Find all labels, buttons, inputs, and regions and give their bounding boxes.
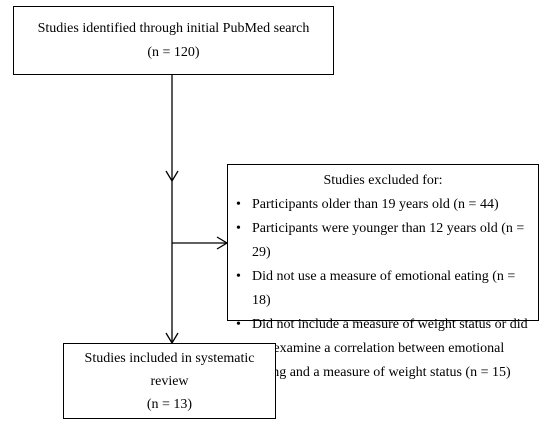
bullet-icon: • — [236, 317, 241, 332]
exclusion-reason: • Participants were younger than 12 years… — [236, 217, 530, 265]
exclusion-reason-text: Did not include a measure of weight stat… — [252, 317, 528, 380]
exclusion-reason-text: Did not use a measure of emotional eatin… — [252, 269, 516, 308]
exclusion-reason: • Did not include a measure of weight sta… — [236, 313, 530, 385]
included-label-line1: Studies included in systematic — [84, 351, 255, 366]
included-studies-box: Studies included in systematic review (n… — [63, 343, 276, 419]
identified-count: (n = 120) — [147, 45, 200, 60]
exclusion-reason-text: Participants were younger than 12 years … — [252, 221, 525, 260]
identified-label: Studies identified through initial PubMe… — [37, 21, 310, 36]
identified-studies-box: Studies identified through initial PubMe… — [13, 6, 334, 75]
bullet-icon: • — [236, 221, 241, 236]
exclusion-reason-text: Participants older than 19 years old (n … — [252, 197, 499, 212]
included-count: (n = 13) — [146, 397, 193, 412]
excluded-title: Studies excluded for: — [323, 173, 443, 188]
bullet-icon: • — [236, 197, 241, 212]
bullet-icon: • — [236, 269, 241, 284]
exclusion-reasons-list: • Participants older than 19 years old (n… — [236, 193, 530, 385]
exclusion-reason: • Did not use a measure of emotional eati… — [236, 265, 530, 313]
exclusion-reason: • Participants older than 19 years old (n… — [236, 193, 530, 217]
excluded-studies-box: Studies excluded for: • Participants olde… — [227, 164, 539, 380]
included-label-line2: review — [150, 374, 189, 389]
